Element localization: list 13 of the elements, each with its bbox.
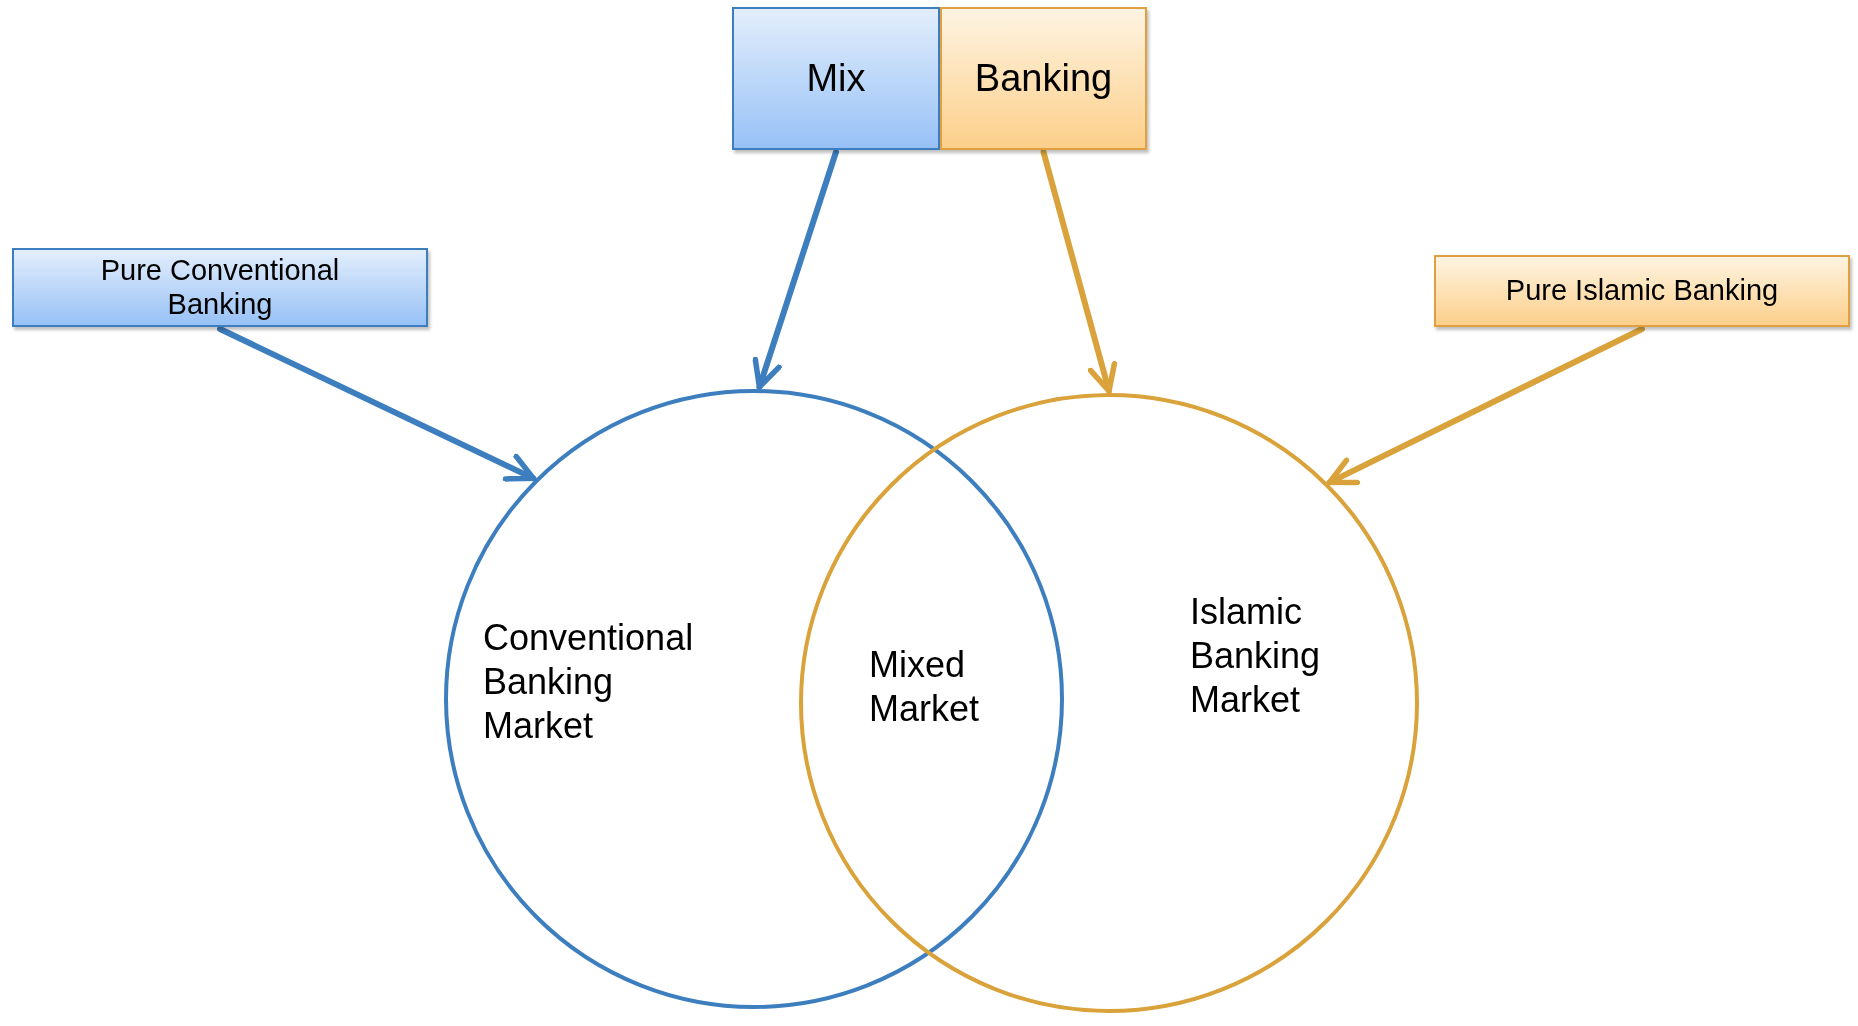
- venn-circle: [444, 389, 1064, 1009]
- legend-box: Banking: [940, 7, 1147, 150]
- legend-box: Mix: [732, 7, 940, 150]
- overlap-label: Mixed Market: [869, 643, 981, 731]
- category-box: Pure Islamic Banking: [1434, 255, 1850, 327]
- circle-label: Islamic Banking Market: [1190, 590, 1322, 722]
- arrow: [1040, 149, 1118, 394]
- venn-circle: [799, 393, 1419, 1013]
- arrow: [217, 326, 537, 482]
- arrow: [1326, 326, 1645, 486]
- circle-label: Conventional Banking Market: [483, 616, 695, 748]
- category-box: Pure Conventional Banking: [12, 248, 428, 327]
- arrow: [752, 149, 839, 391]
